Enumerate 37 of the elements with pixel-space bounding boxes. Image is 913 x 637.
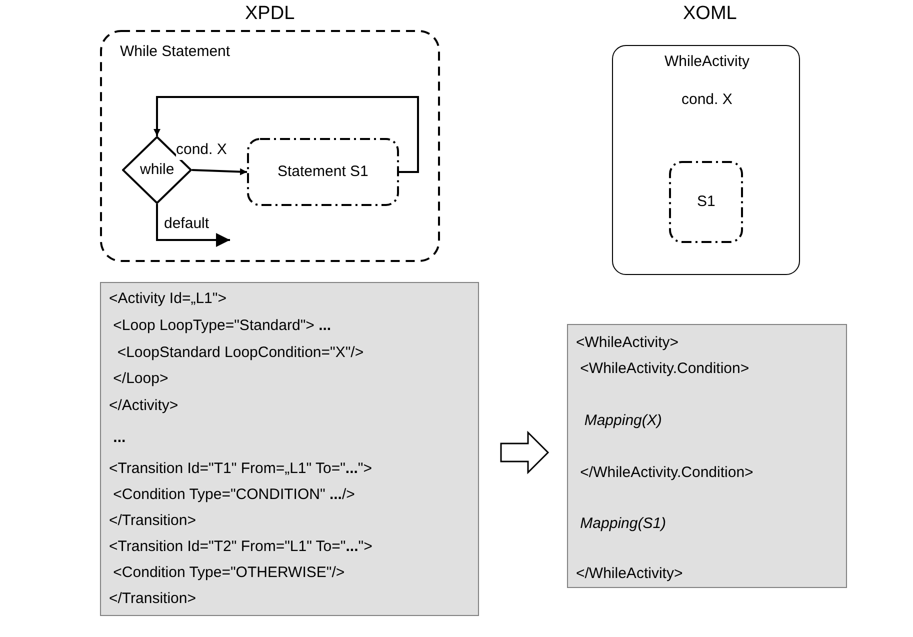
code-panel xyxy=(100,282,479,616)
column-heading: XPDL xyxy=(245,4,295,24)
column-heading: XOML xyxy=(683,4,737,24)
process-label: S1 xyxy=(697,192,716,212)
code-line: </Loop> xyxy=(112,369,168,389)
block-arrow xyxy=(500,430,550,474)
code-line: </WhileActivity.Condition> xyxy=(579,463,754,483)
code-line: <LoopStandard LoopCondition="X"/> xyxy=(116,343,364,363)
code-line: </Transition> xyxy=(109,589,196,609)
process-label: Statement S1 xyxy=(278,162,368,182)
decision-label: while xyxy=(140,160,174,180)
code-line: </Transition> xyxy=(109,511,196,531)
code-line: <WhileActivity.Condition> xyxy=(579,359,750,379)
code-line: Mapping(S1) xyxy=(579,514,666,534)
code-line: <Activity Id=„L1"> xyxy=(109,289,226,309)
code-line: <WhileActivity> xyxy=(576,333,679,353)
process-box xyxy=(669,161,743,243)
arrow xyxy=(154,96,419,173)
arrow xyxy=(156,204,230,247)
code-panel xyxy=(567,324,847,588)
group-box xyxy=(100,30,440,262)
code-line: <Transition Id="T1" From=„L1" To="..."> xyxy=(109,459,372,479)
code-line: <Loop LoopType="Standard"> ... xyxy=(112,316,332,336)
code-line: <Condition Type="CONDITION" .../> xyxy=(112,485,355,505)
activity-box xyxy=(612,45,800,275)
code-line: ... xyxy=(112,428,126,448)
code-line: <Transition Id="T2" From="L1" To="..."> xyxy=(109,537,372,557)
edge-label: cond. X xyxy=(176,140,227,160)
code-line: Mapping(X) xyxy=(583,411,662,431)
process-box xyxy=(247,138,399,206)
code-line: </Activity> xyxy=(109,396,178,416)
condition-label: cond. X xyxy=(682,90,732,110)
group-title: While Statement xyxy=(120,42,230,62)
arrow xyxy=(192,168,248,176)
code-line: </WhileActivity> xyxy=(576,564,683,584)
code-line: <Condition Type="OTHERWISE"/> xyxy=(112,563,345,583)
activity-title: WhileActivity xyxy=(664,52,750,72)
